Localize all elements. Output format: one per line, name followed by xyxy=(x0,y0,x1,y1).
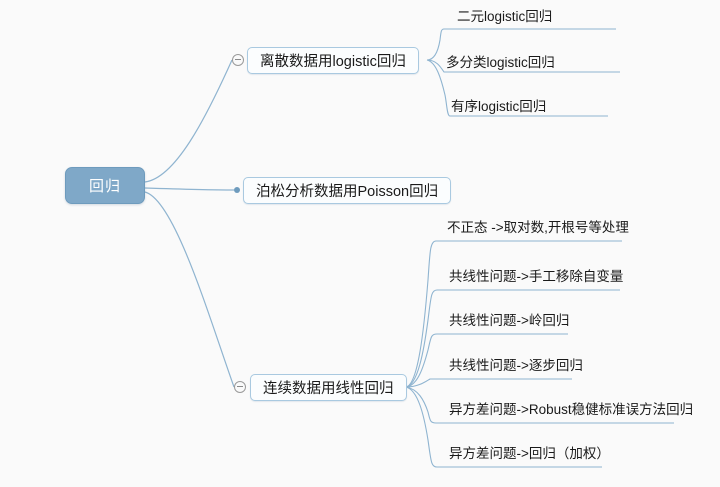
leaf-node[interactable]: 异方差问题->Robust稳健标准误方法回归 xyxy=(449,402,694,417)
branch-dot-icon-poisson[interactable] xyxy=(234,187,240,193)
leaf-node[interactable]: 共线性问题->逐步回归 xyxy=(449,358,583,373)
collapse-minus-icon-linear[interactable] xyxy=(234,381,246,393)
root-node-label: 回归 xyxy=(88,178,121,195)
leaf-node[interactable]: 多分类logistic回归 xyxy=(446,55,555,70)
leaf-node[interactable]: 异方差问题->回归（加权） xyxy=(449,446,610,461)
branch-node-label: 泊松分析数据用Poisson回归 xyxy=(256,184,439,200)
leaf-node[interactable]: 共线性问题->岭回归 xyxy=(449,313,570,328)
branch-node-logistic[interactable]: 离散数据用logistic回归 xyxy=(247,47,419,74)
leaf-node[interactable]: 有序logistic回归 xyxy=(451,99,547,114)
branch-node-label: 连续数据用线性回归 xyxy=(263,381,394,397)
root-node[interactable]: 回归 xyxy=(65,167,145,204)
leaf-node[interactable]: 二元logistic回归 xyxy=(457,9,553,24)
branch-node-linear[interactable]: 连续数据用线性回归 xyxy=(250,374,407,401)
link-root-to-poisson xyxy=(144,187,235,191)
branch-node-poisson[interactable]: 泊松分析数据用Poisson回归 xyxy=(243,177,452,204)
link-root-to-logistic xyxy=(144,59,233,183)
leaf-node[interactable]: 共线性问题->手工移除自变量 xyxy=(449,269,624,284)
branch-node-label: 离散数据用logistic回归 xyxy=(260,54,406,70)
leaf-node[interactable]: 不正态 ->取对数,开根号等处理 xyxy=(447,220,629,235)
link-root-to-linear xyxy=(144,191,235,388)
collapse-minus-icon-logistic[interactable] xyxy=(232,54,244,66)
link-linear-leaf-4 xyxy=(405,378,572,388)
